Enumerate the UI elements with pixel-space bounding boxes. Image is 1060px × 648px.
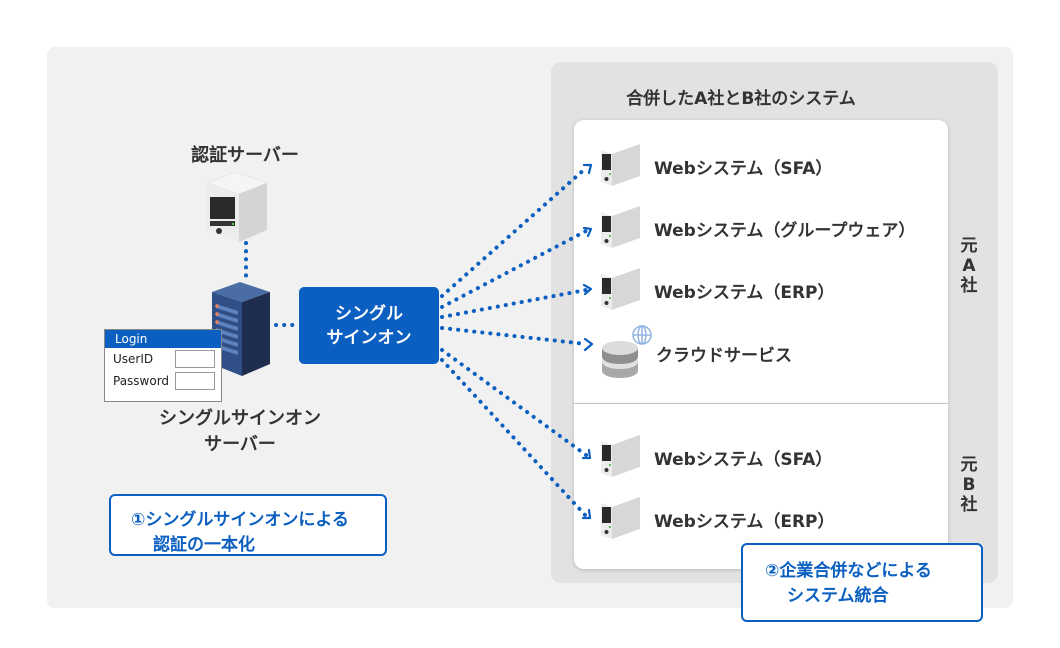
note-system-integration: ②企業合併などによる システム統合 — [741, 543, 983, 622]
merged-group-title: 合併したA社とB社のシステム — [626, 89, 856, 109]
link-a-cloud — [440, 326, 588, 346]
system-label: クラウドサービス — [656, 345, 792, 366]
userid-input[interactable] — [175, 350, 215, 368]
userid-label: UserID — [113, 352, 154, 366]
sso-box: シングル サインオン — [299, 287, 439, 364]
link-a-erp — [440, 288, 588, 319]
link-b-erp — [440, 358, 588, 518]
company-b-card — [574, 404, 948, 569]
server-icon — [601, 144, 640, 186]
password-input[interactable] — [175, 372, 215, 390]
note-sso-unification: ①シングルサインオンによる 認証の一本化 — [109, 494, 387, 556]
link-a-sfa — [440, 166, 588, 298]
system-label: Webシステム（SFA） — [654, 158, 833, 179]
server-icon — [601, 497, 640, 539]
system-item-b-erp[interactable]: Webシステム（ERP） — [600, 497, 835, 541]
server-icon — [601, 435, 640, 477]
server-icon — [601, 206, 640, 248]
sso-server-label: シングルサインオン サーバー — [159, 408, 321, 455]
login-title: Login — [105, 330, 221, 348]
userid-row: UserID — [105, 348, 221, 370]
company-b-label: 元 B 社 — [960, 455, 978, 515]
globe-icon — [632, 325, 652, 345]
system-item-a-erp[interactable]: Webシステム（ERP） — [600, 268, 835, 312]
arrowhead — [582, 226, 593, 238]
system-label: Webシステム（SFA） — [654, 449, 833, 470]
system-item-a-sfa[interactable]: Webシステム（SFA） — [600, 144, 832, 188]
system-item-a-groupware[interactable]: Webシステム（グループウェア） — [600, 206, 915, 250]
server-icon — [601, 268, 640, 310]
cloud-database-icon — [602, 325, 652, 378]
system-item-a-cloud[interactable]: クラウドサービス — [600, 324, 792, 382]
arrowhead — [583, 337, 594, 352]
company-a-label: 元 A 社 — [960, 236, 978, 296]
arrowhead — [581, 508, 592, 520]
system-item-b-sfa[interactable]: Webシステム（SFA） — [600, 435, 832, 479]
link-b-sfa — [440, 348, 588, 457]
arrowhead — [582, 283, 593, 296]
link-a-groupware — [440, 229, 588, 309]
system-label: Webシステム（ERP） — [654, 282, 835, 303]
auth-server-label: 認証サーバー — [191, 145, 299, 166]
system-label: Webシステム（ERP） — [654, 511, 835, 532]
system-label: Webシステム（グループウェア） — [654, 220, 916, 241]
password-row: Password — [105, 370, 221, 392]
password-label: Password — [113, 374, 170, 388]
server-tower-icon — [206, 171, 268, 242]
arrowhead — [582, 163, 593, 175]
arrowhead — [581, 448, 592, 460]
login-form: Login UserID Password — [104, 329, 222, 402]
